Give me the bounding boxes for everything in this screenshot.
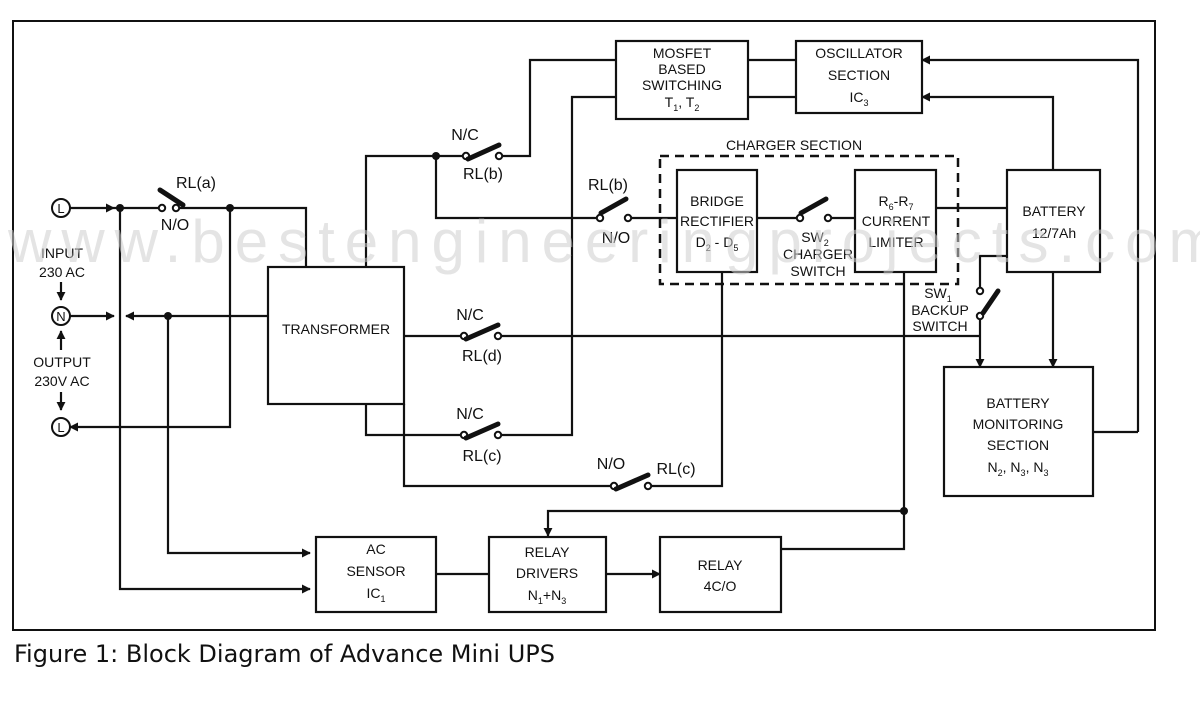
rlc-no-relay-label: RL(c) [656,461,695,478]
battery-block [1005,168,1102,274]
output-label: OUTPUT [33,354,91,370]
mosfet-line3: SWITCHING [642,77,722,93]
ac-sensor-line3: IC1 [366,585,385,604]
terminal-l-input: L [51,198,71,218]
svg-text:L: L [57,201,64,216]
terminal-l-output: L [51,417,71,437]
monitor-line1: BATTERY [986,395,1050,411]
terminal-n: N [51,306,71,326]
watermark: www.bestengineeringprojects.com [7,208,1200,275]
rla-no-label: N/O [161,217,189,234]
rlb-nc-relay-label: RL(b) [463,166,503,183]
rlb-no-label: N/O [602,230,630,247]
rlc-no-label: N/O [597,456,625,473]
svg-text:L: L [57,420,64,435]
monitor-line3: SECTION [987,437,1049,453]
sw2-charger-label: CHARGER [783,246,853,262]
battery-monitoring-block [942,365,1095,498]
monitor-line2: MONITORING [973,416,1064,432]
svg-text:N: N [56,309,65,324]
oscillator-line1: OSCILLATOR [815,45,902,61]
charger-section-outline [658,154,960,286]
relay-drivers-line3: N1+N3 [528,587,566,606]
current-limiter-block [853,168,938,274]
sw1-backup-label: BACKUP [911,302,969,318]
battery-line1: BATTERY [1022,203,1086,219]
wiring [69,55,1140,594]
rlb-nc-label: N/C [451,127,479,144]
mosfet-line4: T1, T2 [665,94,700,113]
battery-line2: 12/7Ah [1032,225,1076,241]
relay-block [658,535,783,614]
sw1-switch-label: SWITCH [912,318,967,334]
output-voltage-label: 230V AC [34,373,89,389]
figure-caption: Figure 1: Block Diagram of Advance Mini … [14,640,555,668]
relay-line2: 4C/O [704,578,737,594]
rlb-no-relay-label: RL(b) [588,177,628,194]
limiter-line3: LIMITER [868,234,923,250]
ac-sensor-line1: AC [366,541,385,557]
ac-sensor-block [314,535,438,614]
transformer-label: TRANSFORMER [282,321,390,337]
limiter-line1: R6-R7 [879,193,914,212]
bridge-line2: RECTIFIER [680,213,754,229]
input-label: INPUT [41,245,83,261]
bridge-line1: BRIDGE [690,193,744,209]
limiter-line2: CURRENT [862,213,931,229]
ac-sensor-line2: SENSOR [346,563,405,579]
rld-relay-label: RL(d) [462,348,502,365]
transformer-block [266,265,406,406]
mosfet-line1: MOSFET [653,45,712,61]
mosfet-line2: BASED [658,61,705,77]
oscillator-line2: SECTION [828,67,890,83]
sw2-switch-label: SWITCH [790,263,845,279]
bridge-line3: D2 - D5 [696,234,739,253]
oscillator-block [794,39,924,115]
relay-drivers-block [487,535,608,614]
bridge-rectifier-block [675,168,759,274]
input-voltage-label: 230 AC [39,264,85,280]
relay-drivers-line1: RELAY [525,544,571,560]
relay-line1: RELAY [698,557,744,573]
rlc-nc-relay-label: RL(c) [462,448,501,465]
sw2-label: SW2 [801,229,829,248]
charger-section-title: CHARGER SECTION [726,137,862,153]
mosfet-switching-block [614,39,750,121]
rla-label: RL(a) [176,175,216,192]
diagram-frame [12,20,1156,631]
switch-contacts [157,142,1001,492]
rlc-nc-label: N/C [456,406,484,423]
sw1-label: SW1 [924,285,952,304]
relay-drivers-line2: DRIVERS [516,565,578,581]
monitor-line4: N2, N3, N3 [988,459,1049,478]
oscillator-line3: IC3 [849,89,868,108]
junction-dots [116,152,908,515]
rld-nc-label: N/C [456,307,484,324]
